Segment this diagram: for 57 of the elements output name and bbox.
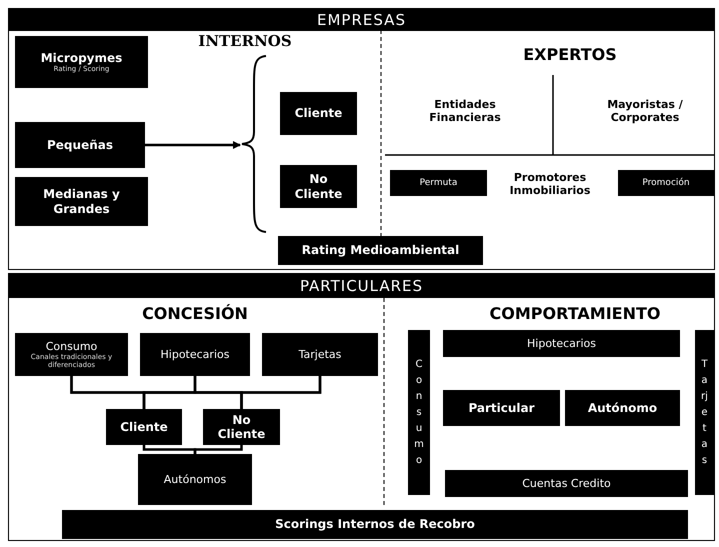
category-box [15, 36, 148, 88]
connector-line [194, 445, 243, 454]
box-text: Tarjetas [700, 358, 709, 468]
category-box [280, 165, 357, 208]
box-title: Hipotecarios [160, 348, 230, 362]
heading-label: Entidades Financieras [428, 99, 502, 124]
box-title: Particular [468, 400, 535, 416]
box-title: Scorings Internos de Recobro [275, 517, 475, 532]
box-title: Autónomo [588, 400, 658, 416]
category-box [262, 333, 378, 376]
box-title: Hipotecarios [527, 336, 596, 350]
box-title: Autónomos [164, 472, 226, 486]
box-title: Rating Medioambiental [302, 243, 460, 258]
box-title: Micropymes [40, 50, 122, 65]
section-panel [8, 8, 715, 270]
section-panel [8, 273, 715, 541]
vertical-box [695, 330, 714, 495]
category-box [445, 470, 688, 497]
heading-label: EXPERTOS [522, 46, 618, 64]
category-box [390, 170, 487, 196]
category-box [443, 330, 680, 357]
heading-label: CONCESIÓN [141, 305, 249, 324]
vertical-box [408, 330, 430, 495]
box-title: Permuta [420, 178, 458, 188]
arrow [145, 141, 241, 149]
box-text: Consumo [414, 358, 424, 468]
box-title: Tarjetas [298, 348, 342, 362]
category-box [15, 177, 148, 226]
box-title: Pequeñas [47, 138, 113, 152]
connector-line [240, 376, 322, 409]
category-box [62, 510, 688, 539]
category-box [106, 409, 182, 445]
box-title: No Cliente [294, 172, 344, 201]
connector-line [142, 445, 196, 454]
category-box [618, 170, 714, 196]
box-title: Medianas y Grandes [42, 187, 121, 216]
category-box [565, 390, 680, 426]
category-box [203, 409, 280, 445]
heading-label: Promotores Inmobiliarios [508, 172, 592, 198]
section-header: EMPRESAS [9, 9, 714, 31]
section-header: PARTICULARES [9, 274, 714, 298]
category-box [140, 333, 250, 376]
category-box [138, 454, 252, 505]
category-box [15, 122, 145, 168]
category-box [443, 390, 560, 426]
box-title: Promoción [642, 178, 690, 188]
box-title: Cliente [120, 420, 168, 434]
box-title: Cuentas Credito [522, 476, 611, 490]
heading-label: COMPORTAMIENTO [488, 305, 662, 324]
category-box [15, 333, 128, 376]
box-title: Consumo [46, 340, 98, 354]
box-title: No Cliente [216, 412, 266, 442]
category-box [278, 236, 483, 265]
box-title: Cliente [294, 106, 342, 121]
heading-label: INTERNOS [197, 33, 293, 50]
category-box [280, 92, 357, 135]
heading-label: Mayoristas / Corporates [606, 99, 684, 124]
